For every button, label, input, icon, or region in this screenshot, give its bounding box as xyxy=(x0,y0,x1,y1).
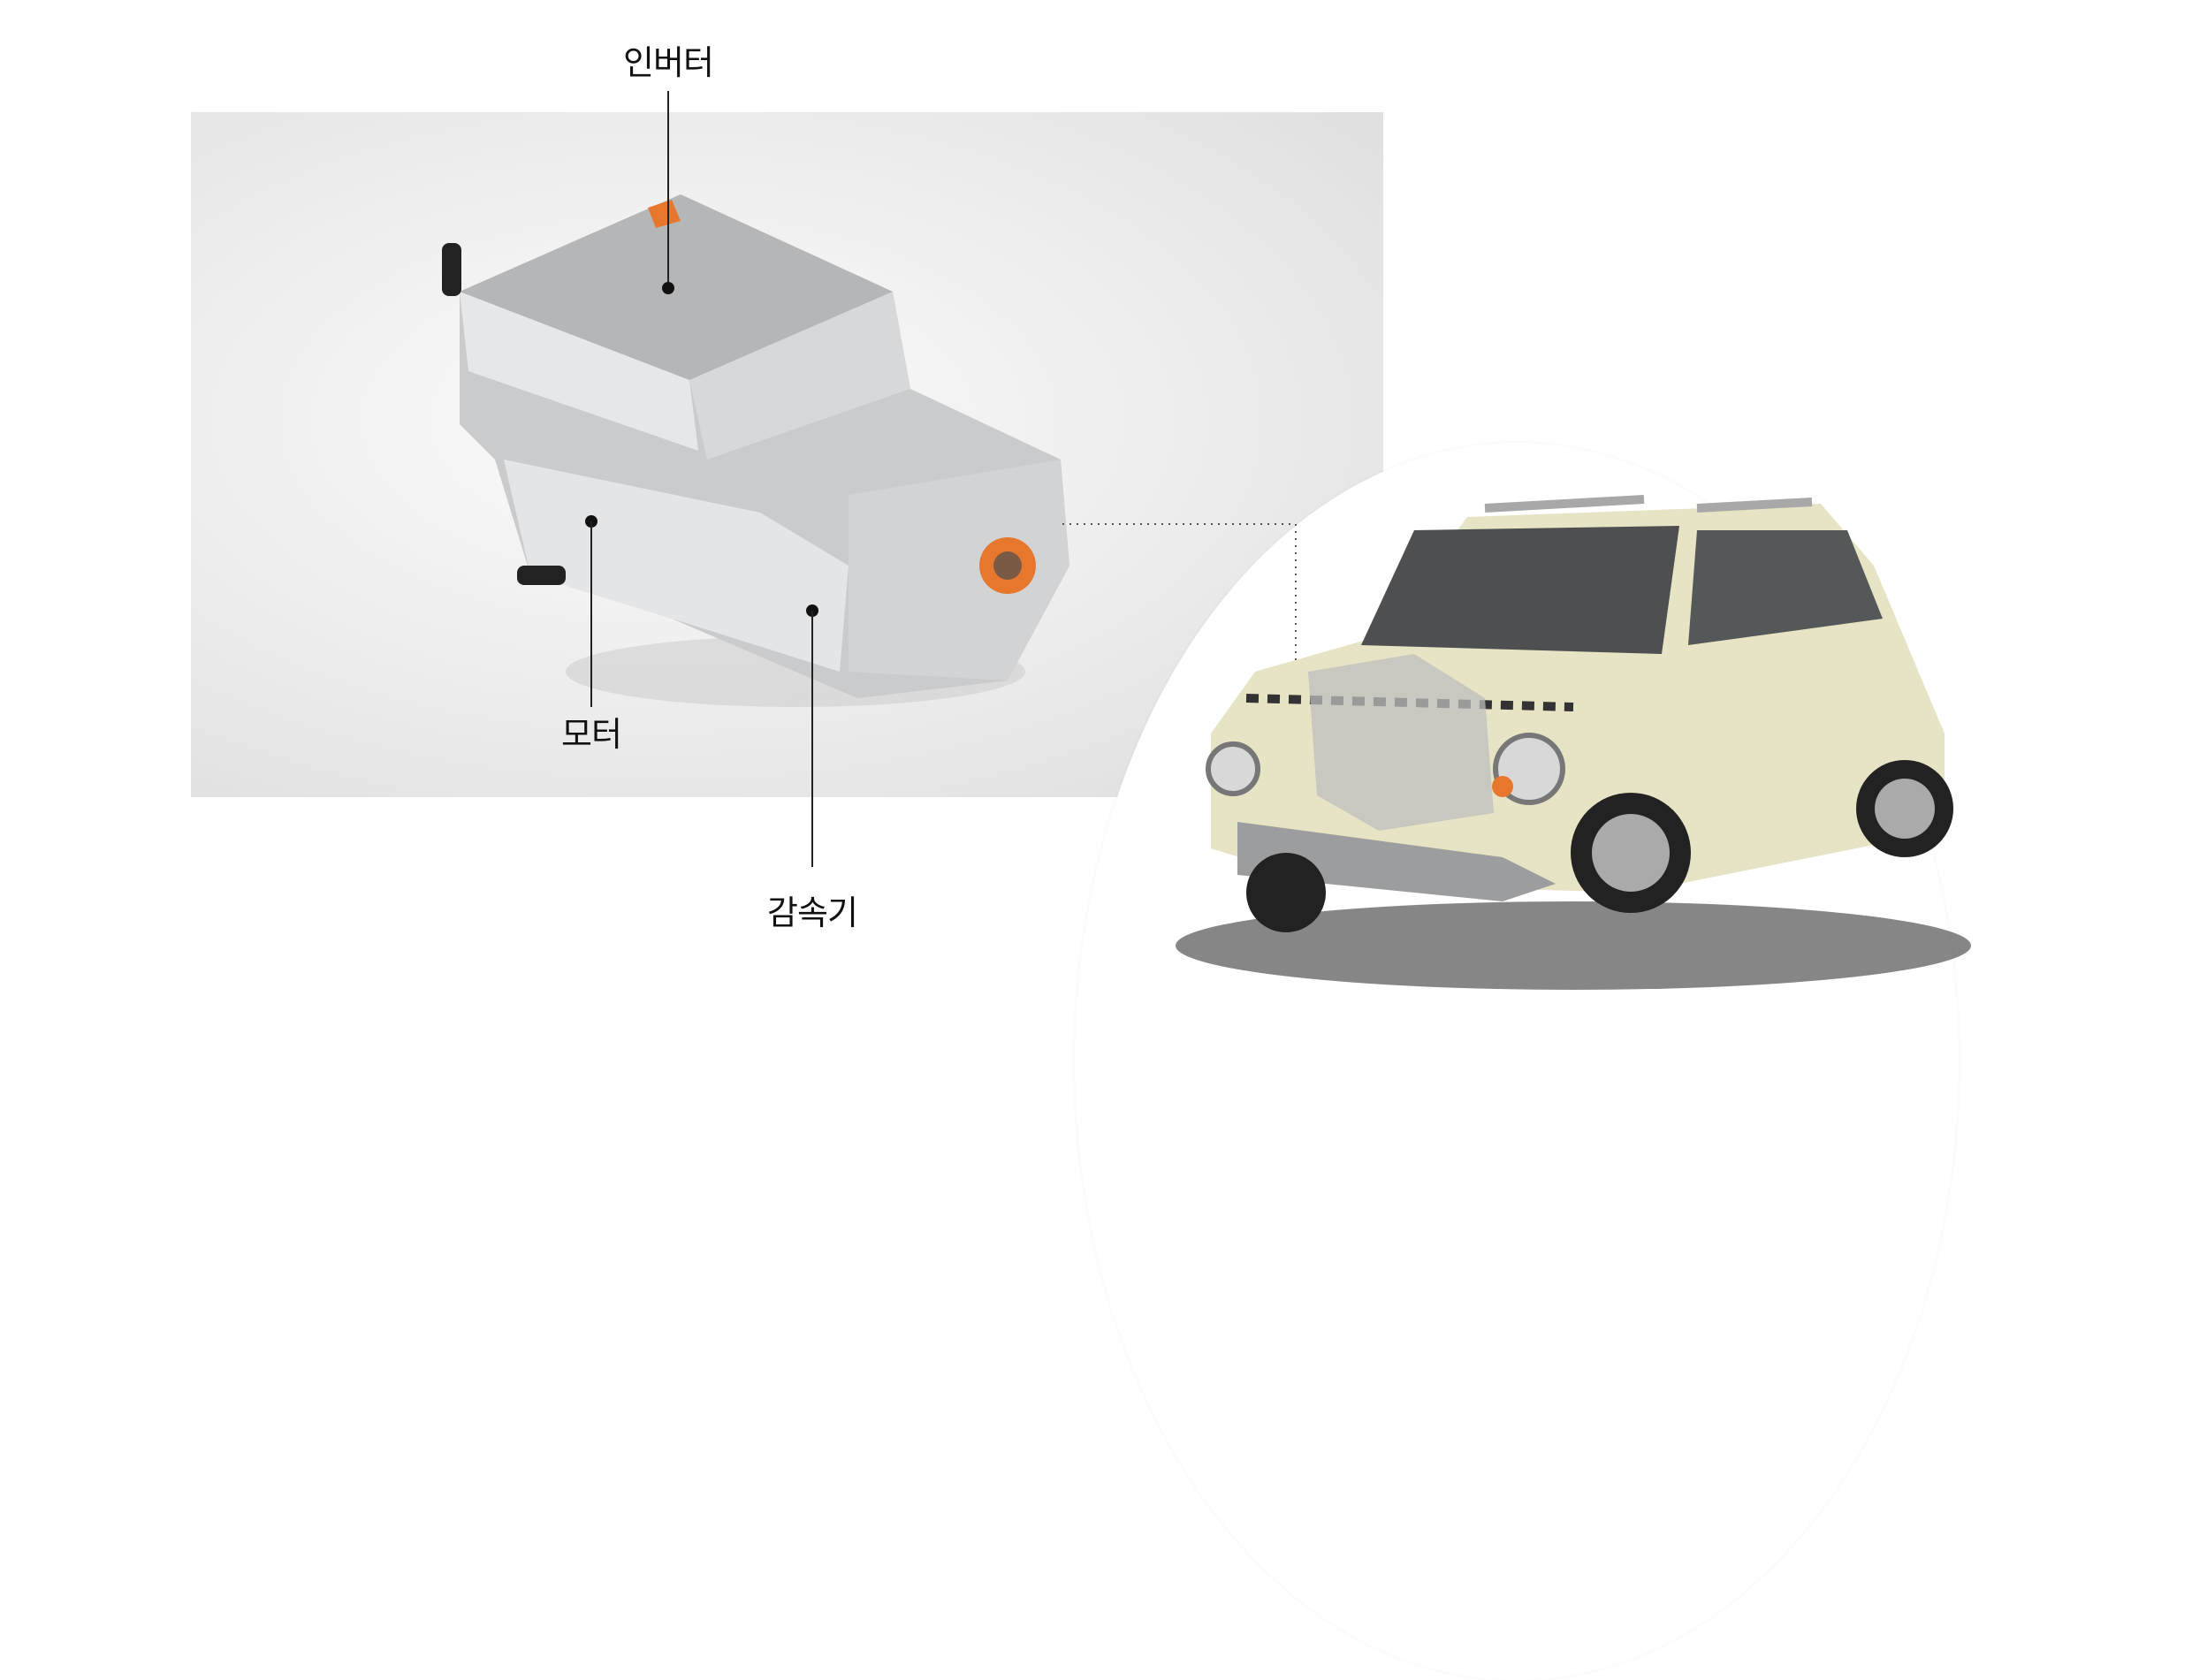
e-motor-assembly-image xyxy=(442,194,1069,707)
roof-rails xyxy=(1484,495,1813,513)
side-windows xyxy=(1688,530,1883,645)
orange-connector xyxy=(648,200,681,228)
motor-xray-overlay xyxy=(1308,654,1494,831)
left-headlight xyxy=(1206,741,1260,796)
label-motor: 모터 xyxy=(561,715,622,754)
car-image xyxy=(1176,495,1971,990)
coolant-hose-bottom xyxy=(517,566,566,585)
coolant-hose-top xyxy=(442,243,461,296)
illustration xyxy=(442,194,1971,990)
marker-dot-inverter xyxy=(662,282,674,294)
leader-line-reducer xyxy=(811,611,813,867)
windshield xyxy=(1361,526,1679,654)
label-inverter: 인버터 xyxy=(623,43,714,82)
connector-dotted-line xyxy=(1062,523,1297,678)
front-left-wheel xyxy=(1246,853,1326,932)
leader-line-motor xyxy=(590,521,592,707)
pixel-light-bar xyxy=(1245,694,1574,711)
label-reducer: 감속기 xyxy=(767,893,858,932)
leader-line-inverter xyxy=(667,91,669,288)
